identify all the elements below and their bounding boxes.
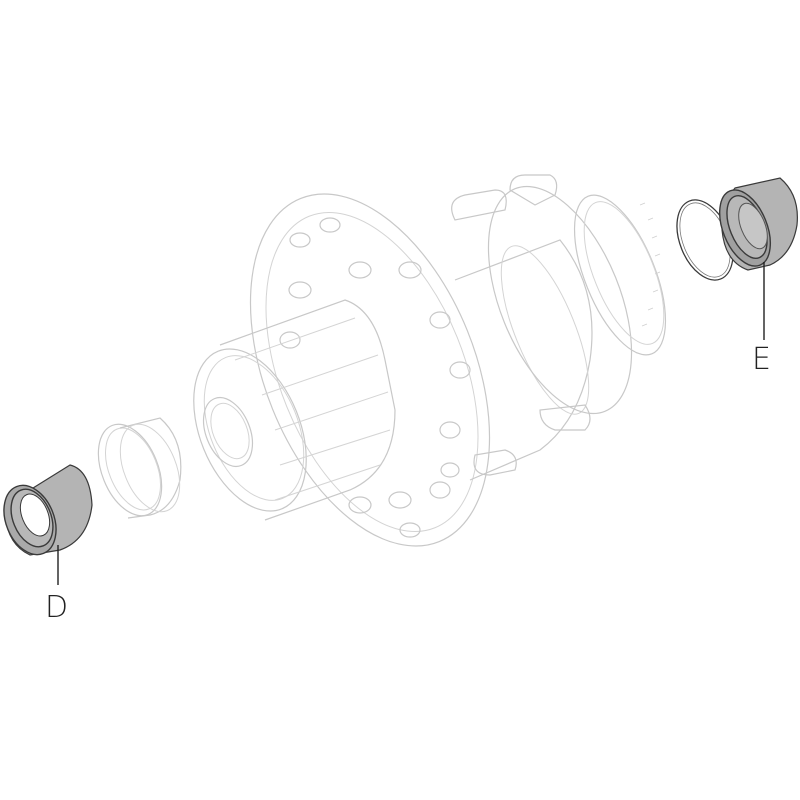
callout-label-e: E [752, 342, 771, 377]
part-d-end-cap [3, 464, 93, 585]
hub-body-ghost [193, 174, 667, 547]
part-e-end-cap [718, 177, 798, 340]
callout-label-d: D [45, 590, 69, 625]
spacer-ring-ghost [97, 417, 182, 519]
